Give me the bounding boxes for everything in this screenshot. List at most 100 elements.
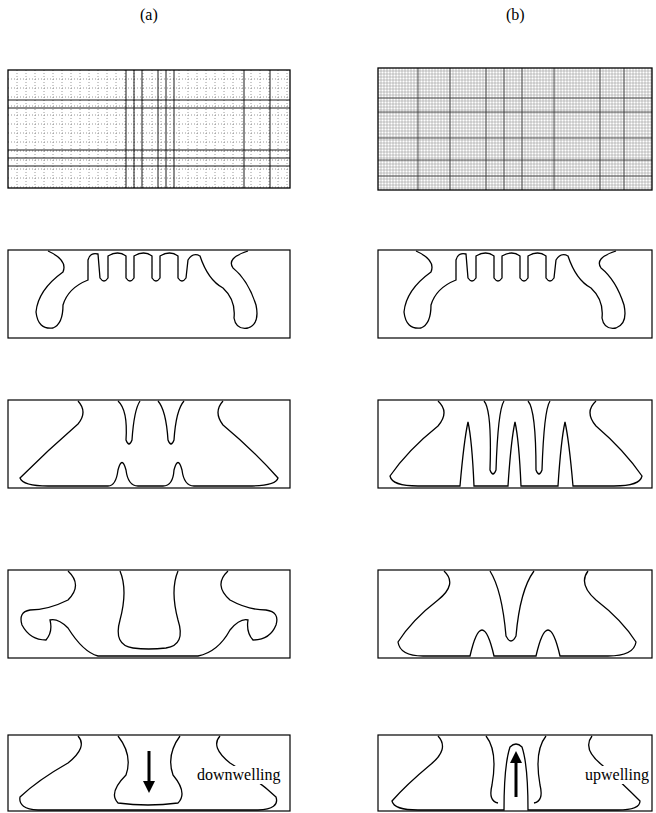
- grid-line: [8, 106, 290, 107]
- grid-line: [546, 68, 547, 190]
- grid-line: [378, 137, 652, 138]
- grid-line: [126, 70, 127, 188]
- grid-line: [378, 179, 652, 180]
- grid-line: [8, 158, 290, 159]
- grid-line: [378, 83, 652, 84]
- grid-line: [519, 68, 520, 190]
- grid-line: [522, 68, 523, 190]
- grid-line: [378, 185, 652, 186]
- grid-line: [378, 86, 652, 87]
- grid-line: [402, 68, 403, 190]
- grid-line: [600, 68, 601, 190]
- interface-panel: [8, 250, 290, 338]
- grid-line: [537, 68, 538, 190]
- grid-line: [597, 68, 598, 190]
- grid-line: [618, 68, 619, 190]
- grid-line: [378, 110, 652, 111]
- grid-line: [480, 68, 481, 190]
- grid-line: [606, 68, 607, 190]
- grid-line: [516, 68, 517, 190]
- grid-line: [423, 68, 424, 190]
- grid-line: [450, 68, 451, 190]
- grid-line: [408, 68, 409, 190]
- grid-line: [405, 68, 406, 190]
- interface-panel: [8, 735, 290, 811]
- grid-line: [378, 71, 652, 72]
- grid-line: [393, 68, 394, 190]
- grid-line: [492, 68, 493, 190]
- grid-line: [384, 68, 385, 190]
- grid-line: [134, 70, 135, 188]
- grid-line: [462, 68, 463, 190]
- grid-line: [378, 95, 652, 96]
- grid-line: [270, 70, 271, 188]
- grid-line: [534, 68, 535, 190]
- grid-line: [418, 68, 419, 190]
- grid-line: [453, 68, 454, 190]
- grid-line: [627, 68, 628, 190]
- grid-line: [489, 68, 490, 190]
- grid-line: [504, 68, 505, 190]
- grid-line: [579, 68, 580, 190]
- grid-line: [648, 68, 649, 190]
- grid-line: [639, 68, 640, 190]
- grid-line: [486, 68, 487, 190]
- grid-line: [513, 68, 514, 190]
- grid-line: [378, 138, 652, 139]
- grid-line: [378, 98, 652, 99]
- grid-line: [8, 178, 290, 179]
- grid-line: [378, 182, 652, 183]
- grid-line: [582, 68, 583, 190]
- grid-line: [543, 68, 544, 190]
- flow-label: upwelling: [584, 766, 650, 784]
- grid-line: [378, 173, 652, 174]
- grid-line: [642, 68, 643, 190]
- interface-panel: [378, 735, 652, 811]
- grid-line: [471, 68, 472, 190]
- grid-line: [630, 68, 631, 190]
- grid-line: [615, 68, 616, 190]
- grid-line: [378, 119, 652, 120]
- grid-line: [142, 70, 143, 188]
- interface-panel: [378, 400, 652, 488]
- grid-line: [378, 170, 652, 171]
- grid-line: [8, 133, 290, 134]
- grid-line: [378, 158, 652, 159]
- grid-line: [158, 70, 159, 188]
- grid-line: [8, 97, 290, 98]
- grid-frame: [8, 70, 290, 188]
- grid-line: [549, 68, 550, 190]
- grid-line: [378, 80, 652, 81]
- grid-line: [378, 125, 652, 126]
- grid-line: [552, 68, 553, 190]
- grid-line: [8, 166, 290, 167]
- grid-line: [612, 68, 613, 190]
- grid-line: [417, 68, 418, 190]
- grid-line: [588, 68, 589, 190]
- grid-line: [624, 68, 625, 190]
- grid-line: [621, 68, 622, 190]
- panel-label: (a): [140, 6, 158, 24]
- grid-line: [390, 68, 391, 190]
- grid-line: [447, 68, 448, 190]
- grid-line: [426, 68, 427, 190]
- grid-line: [8, 108, 290, 109]
- grid-line: [387, 68, 388, 190]
- grid-line: [477, 68, 478, 190]
- grid-line: [459, 68, 460, 190]
- grid-line: [378, 152, 652, 153]
- grid-line: [8, 160, 290, 161]
- interface-panel: [8, 570, 290, 658]
- grid-line: [522, 68, 523, 190]
- grid-line: [498, 68, 499, 190]
- grid-line: [486, 68, 487, 190]
- upwelling-arrow: [515, 757, 518, 797]
- grid-line: [134, 70, 135, 188]
- grid-line: [609, 68, 610, 190]
- grid-line: [378, 112, 652, 113]
- grid-line: [8, 79, 290, 80]
- downwelling-arrow: [148, 751, 151, 787]
- grid-line: [525, 68, 526, 190]
- grid-line: [174, 70, 175, 188]
- mesh-grids: [8, 68, 652, 190]
